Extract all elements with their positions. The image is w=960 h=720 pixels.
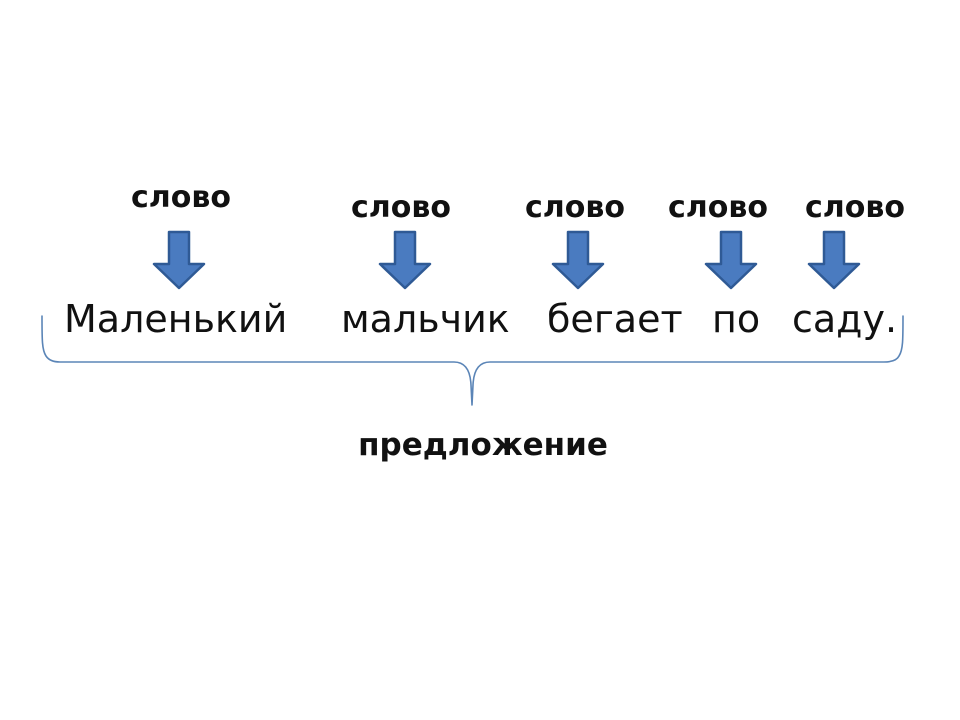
- word-label-3: слово: [525, 190, 625, 225]
- word-label-1: слово: [131, 180, 231, 215]
- word-label-4: слово: [668, 190, 768, 225]
- sentence-word-3: бегает: [547, 297, 683, 341]
- sentence-word-1: Маленький: [64, 297, 288, 341]
- word-label-2: слово: [351, 190, 451, 225]
- sentence-label: предложение: [358, 427, 608, 463]
- down-arrow-icon: [807, 230, 861, 290]
- sentence-word-5: саду.: [792, 297, 898, 341]
- sentence-word-4: по: [712, 297, 761, 341]
- down-arrow-icon: [378, 230, 432, 290]
- down-arrow-icon: [152, 230, 206, 290]
- down-arrow-icon: [704, 230, 758, 290]
- word-label-5: слово: [805, 190, 905, 225]
- sentence-word-2: мальчик: [341, 297, 510, 341]
- down-arrow-icon: [551, 230, 605, 290]
